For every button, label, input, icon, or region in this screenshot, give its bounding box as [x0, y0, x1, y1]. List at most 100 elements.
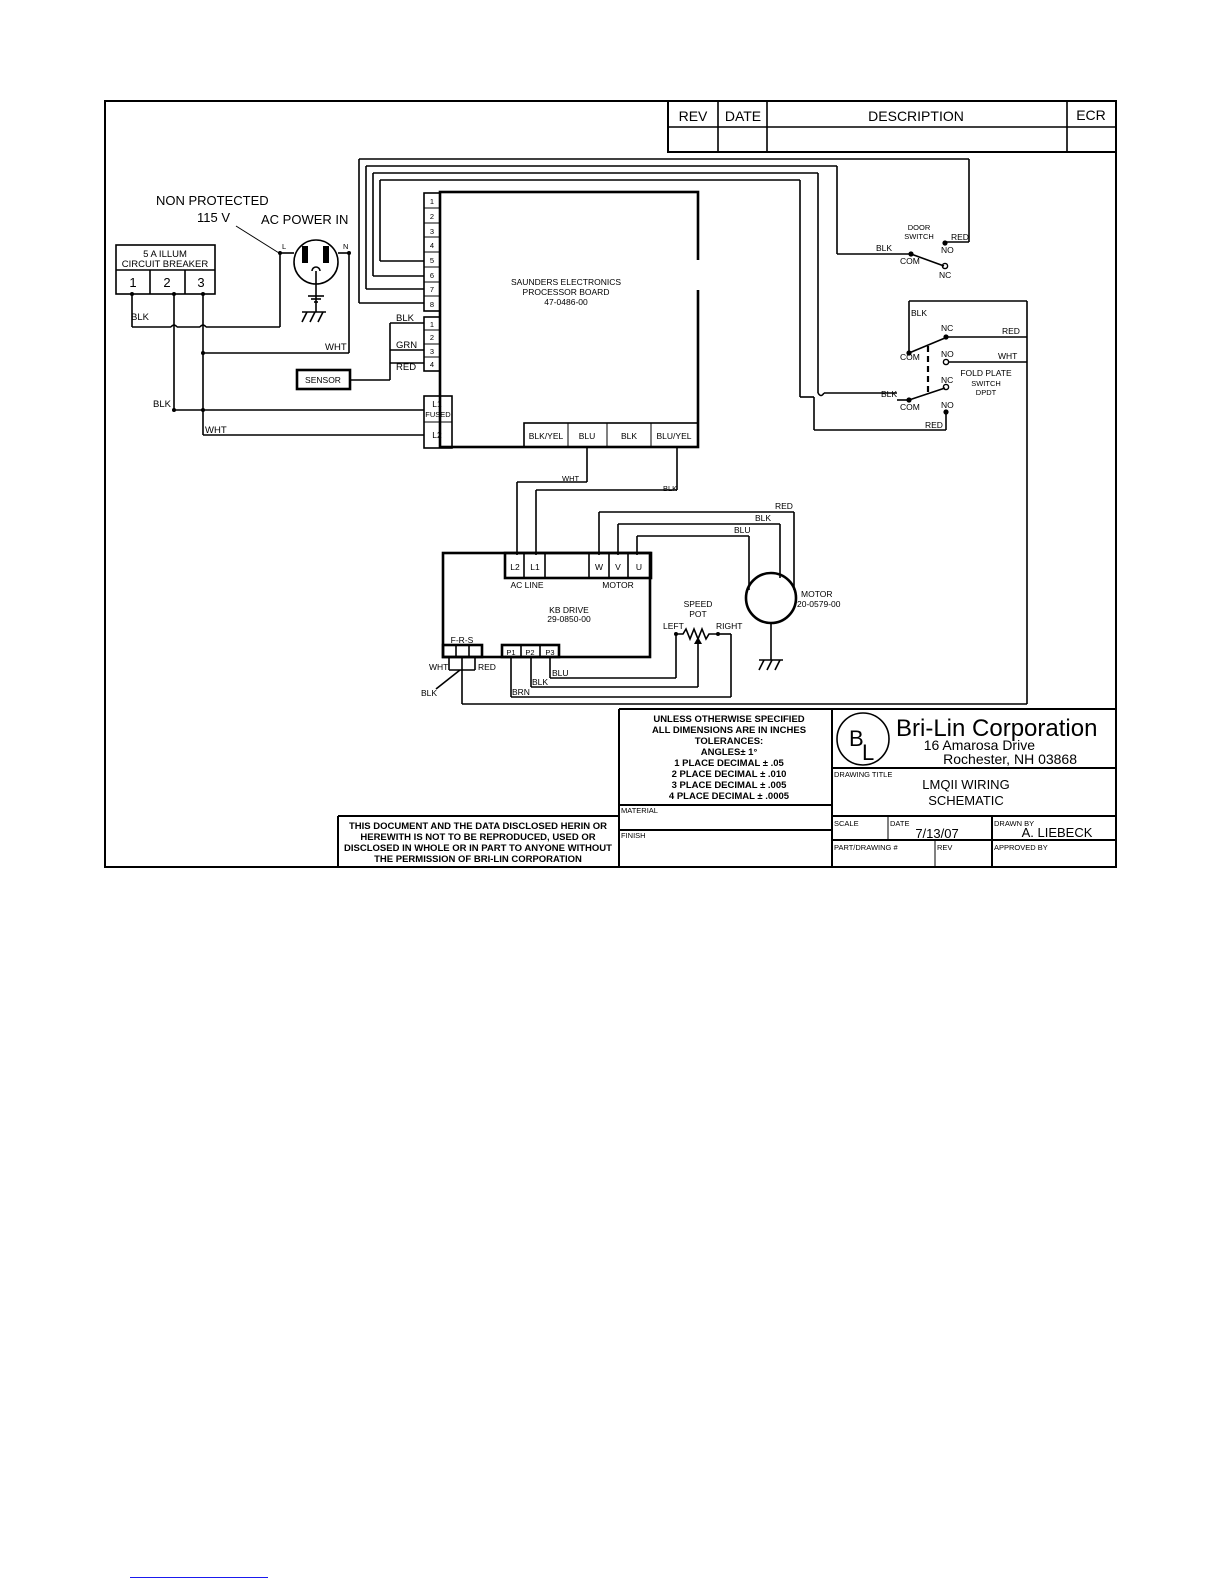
fold-red-bottom: RED [925, 420, 943, 430]
date-label: DATE [890, 819, 909, 828]
pot-wire-blu: BLU [552, 668, 569, 678]
chassis-ground-icon [301, 296, 326, 323]
drawing-title-line2: SCHEMATIC [928, 793, 1004, 808]
revision-block: REV DATE DESCRIPTION ECR [667, 100, 1117, 153]
processor-board: SAUNDERS ELECTRONICS PROCESSOR BOARD 47-… [423, 190, 700, 449]
sensor-pin-2: 2 [430, 333, 434, 342]
notice-line-4: THE PERMISSION OF BRI-LIN CORPORATION [374, 854, 582, 865]
date-header: DATE [725, 108, 761, 124]
terminal-blu: BLU [579, 431, 596, 441]
wire-label-blk-breaker: BLK [131, 312, 150, 323]
door-switch-no: NO [941, 245, 954, 255]
footer-link-underline[interactable] [130, 1577, 268, 1578]
breaker-title: CIRCUIT BREAKER [122, 259, 209, 270]
sensor: SENSOR BLK GRN RED [295, 313, 424, 391]
motor-icon [744, 571, 798, 625]
drive-motor-label: MOTOR [602, 580, 633, 590]
sensor-pin-3: 3 [430, 347, 434, 356]
scale-label: SCALE [834, 819, 859, 828]
fold-plate-line1: FOLD PLATE [960, 368, 1012, 378]
sensor-wire-blk: BLK [396, 313, 415, 324]
description-header: DESCRIPTION [868, 108, 964, 124]
sensor-label: SENSOR [305, 375, 341, 385]
processor-power-terminals: L1 FUSED L2 [423, 395, 453, 449]
terminal-blk-yel: BLK/YEL [529, 431, 564, 441]
speed-pot: SPEED POT LEFT RIGHT BLU BLK BRN [510, 599, 742, 698]
power-input: NON PROTECTED 115 V AC POWER IN L N [156, 193, 348, 323]
drive-terminal-l1: L1 [530, 562, 540, 572]
door-switch-com: COM [900, 256, 920, 266]
notice-line-2: HEREWITH IS NOT TO BE REPRODUCED, USED O… [360, 832, 595, 843]
pot-wire-blk: BLK [532, 677, 548, 687]
fold-plate-switch: BLK NC RED COM NO WHT FOLD PLATE SWITCH … [813, 300, 1028, 704]
switch-harness [358, 158, 970, 398]
logo-letter-b: B [849, 726, 864, 751]
motor-part: 20-0579-00 [797, 599, 841, 609]
top-pin-8: 8 [430, 300, 434, 309]
fold-no-top: NO [941, 349, 954, 359]
wire-label-wht-drive: WHT [562, 474, 579, 483]
tolerances-note: UNLESS OTHERWISE SPECIFIED ALL DIMENSION… [652, 714, 806, 802]
top-pin-5: 5 [430, 256, 434, 265]
drive-terminal-u: U [636, 562, 642, 572]
notice-line-3: DISCLOSED IN WHOLE OR IN PART TO ANYONE … [344, 843, 612, 854]
fold-blk-bottom: BLK [881, 389, 897, 399]
door-switch-line2: SWITCH [904, 232, 934, 241]
processor-bottom-terminals: BLK/YEL BLU BLK BLU/YEL [523, 422, 699, 448]
top-pin-7: 7 [430, 285, 434, 294]
non-protected-label: NON PROTECTED [156, 193, 269, 208]
tolerance-line-4: ANGLES± 1° [701, 747, 758, 758]
sensor-wire-grn: GRN [396, 340, 417, 351]
ac-power-in-label: AC POWER IN [261, 212, 348, 227]
drawn-by-label: DRAWN BY [994, 819, 1034, 828]
drive-terminal-l2: L2 [510, 562, 520, 572]
door-switch-red: RED [951, 232, 969, 242]
sensor-pin-1: 1 [430, 320, 434, 329]
terminal-blk: BLK [621, 431, 637, 441]
rev-label: REV [937, 843, 952, 852]
fold-nc-bottom: NC [941, 375, 953, 385]
breaker-terminal-3: 3 [197, 275, 204, 290]
drive-terminal-p3: P3 [545, 648, 554, 657]
frs-wire-red: RED [478, 662, 496, 672]
frs-wire-blk: BLK [421, 688, 437, 698]
fold-blk-top: BLK [911, 308, 927, 318]
fold-nc-top: NC [941, 323, 953, 333]
tolerance-line-8: 4 PLACE DECIMAL ± .0005 [669, 791, 790, 802]
wire-label-blk-drive: BLK [663, 484, 677, 493]
top-pin-1: 1 [430, 197, 434, 206]
drawing-title-label: DRAWING TITLE [834, 770, 892, 779]
approved-by-label: APPROVED BY [994, 843, 1048, 852]
material-label: MATERIAL [621, 806, 658, 815]
wire-label-wht-outlet: WHT [325, 342, 347, 353]
top-pin-2: 2 [430, 212, 434, 221]
drive-ac-wiring: WHT BLK [516, 447, 678, 555]
breaker-terminal-1: 1 [129, 275, 136, 290]
circuit-breaker: 5 A ILLUM CIRCUIT BREAKER 1 2 3 [115, 244, 216, 295]
wire-label-wht-l2: WHT [205, 425, 227, 436]
fold-wht: WHT [998, 351, 1017, 361]
l1-fused-label: FUSED [425, 410, 451, 419]
fold-com-top: COM [900, 352, 920, 362]
top-pin-4: 4 [430, 241, 434, 250]
tolerance-line-7: 3 PLACE DECIMAL ± .005 [672, 780, 788, 791]
voltage-label: 115 V [197, 210, 230, 225]
l1-terminal-label: L1 [432, 399, 442, 409]
processor-sensor-pins: 1 2 3 4 [423, 316, 441, 372]
speed-pot-right: RIGHT [716, 621, 742, 631]
speed-pot-line2: POT [689, 609, 706, 619]
drive-name: KB DRIVE [549, 605, 589, 615]
processor-board-line1: SAUNDERS ELECTRONICS [511, 277, 621, 287]
top-pin-6: 6 [430, 271, 434, 280]
door-switch-blk: BLK [876, 243, 892, 253]
drawn-by-value: A. LIEBECK [1022, 825, 1093, 840]
frs-wire-wht: WHT [429, 662, 448, 672]
breaker-rating: 5 A ILLUM [143, 249, 187, 260]
tolerance-line-5: 1 PLACE DECIMAL ± .05 [674, 758, 784, 769]
ecr-header: ECR [1076, 107, 1106, 123]
motor-label: MOTOR [801, 589, 832, 599]
breaker-terminal-2: 2 [163, 275, 170, 290]
drive-frs-label: F-R-S [451, 635, 474, 645]
line-n-label: N [343, 242, 348, 251]
